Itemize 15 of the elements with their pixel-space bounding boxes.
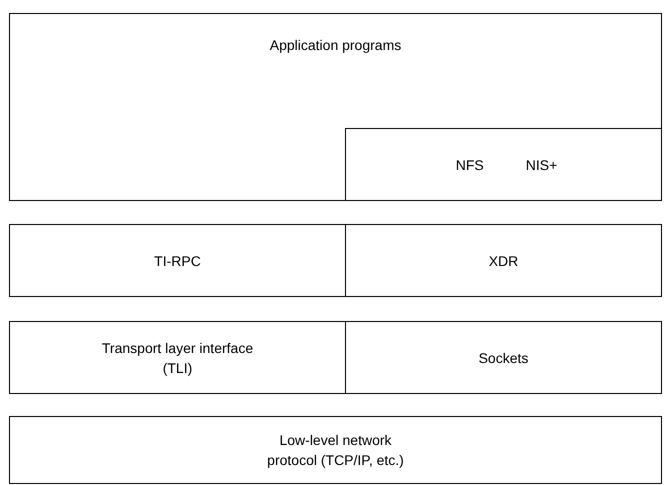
layer-label: Application programs <box>270 36 402 55</box>
layer-box <box>9 416 662 484</box>
layer-box <box>345 321 662 394</box>
layer-label: Transport layer interface (TLI) <box>100 338 254 378</box>
layer-label: NFS <box>456 156 484 174</box>
layer-label: TI-RPC <box>154 252 201 270</box>
layer-box <box>9 321 346 394</box>
layer-box <box>345 128 662 201</box>
layer-box <box>345 224 662 297</box>
layer-box <box>9 13 662 201</box>
layer-label: XDR <box>488 252 518 270</box>
layer-box <box>9 224 346 297</box>
layer-label: NIS+ <box>526 156 558 174</box>
layer-label: Sockets <box>478 348 528 368</box>
layer-label: Low-level network protocol (TCP/IP, etc.) <box>266 431 405 470</box>
